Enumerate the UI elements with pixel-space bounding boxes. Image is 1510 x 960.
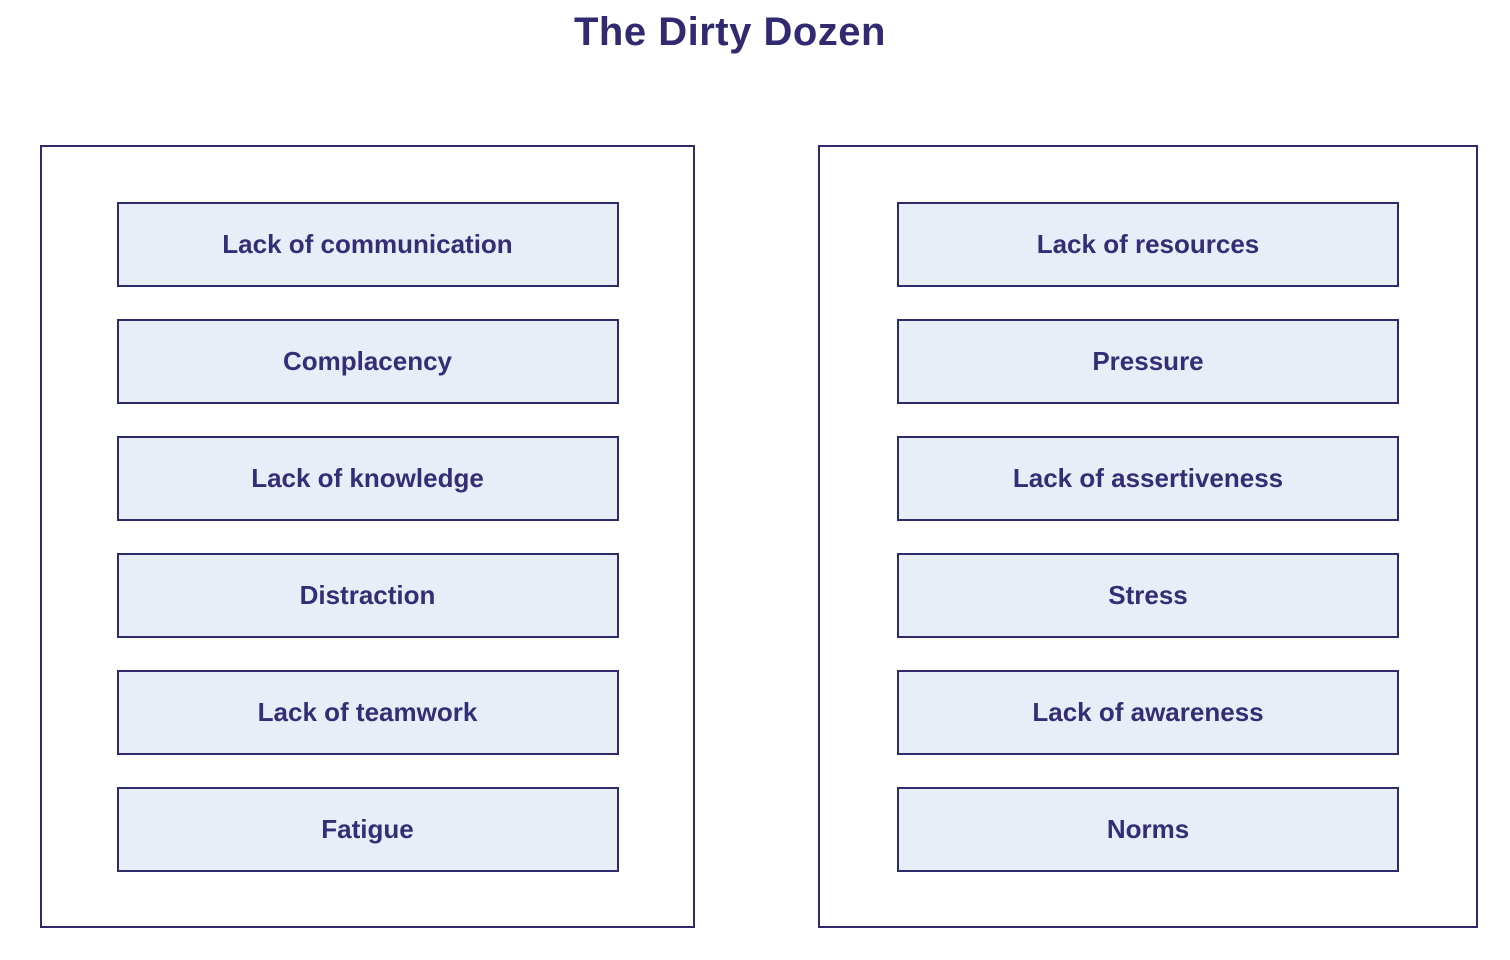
factor-lack-of-communication: Lack of communication — [116, 201, 619, 287]
factor-complacency: Complacency — [116, 318, 619, 404]
factor-pressure: Pressure — [897, 318, 1399, 404]
factor-fatigue: Fatigue — [116, 786, 619, 872]
factor-lack-of-teamwork: Lack of teamwork — [116, 669, 619, 755]
page-title: The Dirty Dozen — [574, 10, 886, 54]
factor-norms: Norms — [897, 786, 1399, 872]
factor-lack-of-awareness: Lack of awareness — [897, 669, 1399, 755]
factor-stress: Stress — [897, 552, 1399, 638]
factor-distraction: Distraction — [116, 552, 619, 638]
left-panel: Lack of communication Complacency Lack o… — [40, 145, 695, 928]
factor-lack-of-knowledge: Lack of knowledge — [116, 435, 619, 521]
factor-lack-of-resources: Lack of resources — [897, 201, 1399, 287]
factor-lack-of-assertiveness: Lack of assertiveness — [897, 435, 1399, 521]
right-panel: Lack of resources Pressure Lack of asser… — [818, 145, 1478, 928]
